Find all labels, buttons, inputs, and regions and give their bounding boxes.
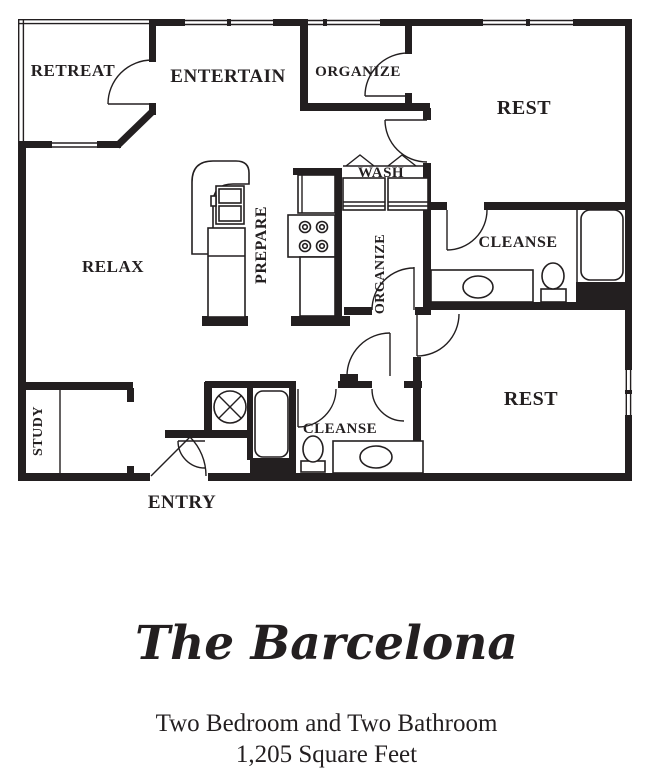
utility-closet-door: [177, 440, 206, 469]
room-label-cleanse-top: CLEANSE: [478, 234, 557, 251]
sink-top-bath: [462, 275, 494, 299]
cleanse-bottom-door: [297, 388, 337, 428]
cleanse-bottom-second-door: [371, 388, 405, 422]
retreat-patio-walls: [18, 19, 156, 149]
title-block: The Barcelona Two Bedroom and Two Bathro…: [0, 618, 653, 770]
stove-cooktop: [287, 214, 336, 258]
room-label-study: STUDY: [31, 406, 46, 456]
interior-walls: [18, 19, 630, 477]
bathtub-bottom-bath: [254, 390, 289, 458]
window-organize: [305, 19, 380, 26]
laundry-bifold-doors: [343, 154, 428, 167]
retreat-door: [107, 59, 153, 105]
room-label-retreat: RETREAT: [31, 61, 116, 80]
room-label-rest-bottom: REST: [504, 388, 558, 410]
cleanse-top-door: [446, 209, 488, 251]
room-labels: RETREAT ENTERTAIN ORGANIZE REST WASH PRE…: [31, 61, 558, 513]
toilet-bottom-bath: [300, 435, 326, 473]
bathtub-top-bath: [580, 209, 624, 281]
room-label-entry: ENTRY: [148, 492, 216, 513]
toilet-top-bath: [540, 262, 567, 303]
room-label-cleanse-bottom: CLEANSE: [303, 421, 377, 437]
room-label-organize-pantry: ORGANIZE: [373, 234, 388, 314]
plan-description-line2: 1,205 Square Feet: [235, 740, 418, 768]
window-rest-top: [483, 19, 573, 26]
dryer: [387, 177, 429, 211]
entry-door: [150, 436, 207, 477]
kitchen-double-sink: [210, 185, 245, 225]
room-label-wash: WASH: [358, 165, 404, 181]
organize-closet-door: [364, 52, 409, 97]
water-heater: [213, 390, 247, 424]
plan-name: The Barcelona: [135, 616, 518, 671]
room-label-entertain: ENTERTAIN: [170, 66, 285, 87]
hall-door: [346, 332, 391, 377]
window-rest-bottom: [625, 370, 632, 415]
rest-bottom-door: [416, 313, 460, 357]
door-swings: [107, 52, 488, 477]
room-label-prepare: PREPARE: [253, 206, 270, 284]
sink-bottom-bath: [359, 445, 393, 469]
washer: [342, 177, 386, 211]
kitchen-counter-right: [299, 256, 336, 317]
fixtures: [59, 154, 624, 474]
plan-description-line1: Two Bedroom and Two Bathroom: [155, 709, 498, 737]
window-entertain: [185, 19, 273, 26]
room-label-relax: RELAX: [82, 257, 144, 276]
kitchen-counter-left: [207, 227, 246, 318]
room-label-rest-top: REST: [497, 97, 551, 119]
floor-plan-drawing: RETREAT ENTERTAIN ORGANIZE REST WASH PRE…: [18, 19, 632, 513]
refrigerator-counter: [297, 174, 336, 214]
pantry-door: [371, 267, 415, 311]
suite-hall-door: [384, 119, 428, 163]
room-label-organize-closet: ORGANIZE: [315, 64, 401, 80]
